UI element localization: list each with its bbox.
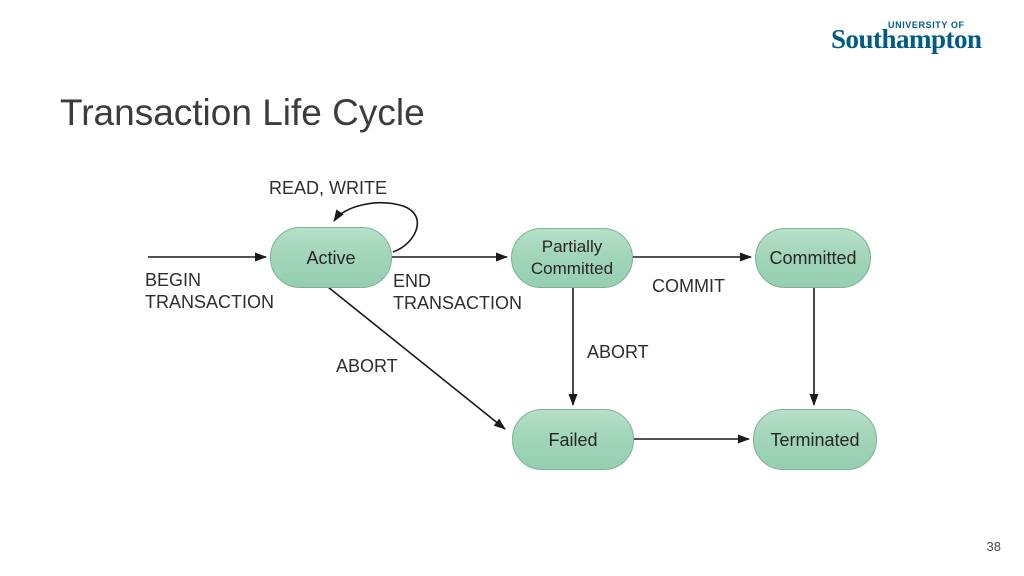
edge-label-abort-from-partial: ABORT	[587, 342, 649, 362]
edge-label-line: TRANSACTION	[145, 292, 275, 312]
state-label: Partially	[541, 237, 603, 256]
edge-label-line: TRANSACTION	[393, 293, 523, 313]
edge-label-line: END	[393, 271, 432, 291]
state-node-terminated: Terminated	[753, 409, 877, 470]
edge-label-read-write: READ, WRITE	[269, 178, 388, 198]
edge-active-self-loop	[333, 202, 419, 253]
edge-label-line: BEGIN	[145, 270, 202, 290]
page-title: Transaction Life Cycle	[60, 92, 425, 133]
state-label: Committed	[530, 259, 614, 278]
page-number: 38	[986, 539, 1001, 554]
state-label: Active	[306, 247, 356, 268]
edge-active-to-failed	[327, 286, 506, 430]
edge-label-begin-transaction: BEGIN TRANSACTION	[145, 269, 274, 313]
state-node-committed: Committed	[755, 228, 871, 288]
logo-university-of-text: UNIVERSITY OF	[888, 20, 965, 30]
edge-label-end-transaction: END TRANSACTION	[393, 270, 522, 314]
edge-label-commit: COMMIT	[652, 276, 725, 296]
state-node-active: Active	[270, 227, 392, 288]
state-node-failed: Failed	[512, 409, 634, 470]
logo-southampton-text: Southampton	[831, 24, 982, 54]
edge-label-abort-from-active: ABORT	[336, 356, 398, 376]
state-label: Failed	[548, 429, 598, 450]
state-label: Committed	[769, 248, 857, 268]
state-label: Terminated	[770, 429, 860, 450]
state-node-partially-committed: Partially Committed	[511, 228, 633, 288]
